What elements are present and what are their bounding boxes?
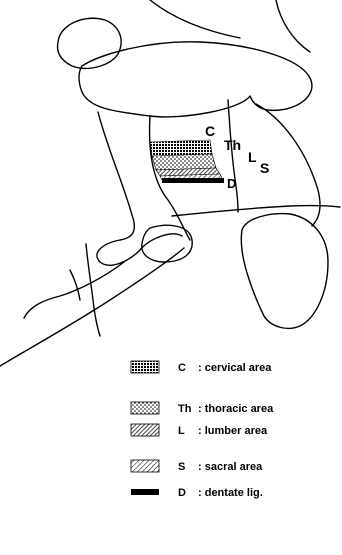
area-label-dentate: D <box>227 176 236 191</box>
left-sweep-line-2 <box>0 248 184 366</box>
thoracic-region <box>152 154 216 170</box>
legend-item-sacral: S : sacral area <box>131 460 263 473</box>
cervical-region <box>150 140 212 156</box>
legend-text-thoracic: : thoracic area <box>198 403 274 415</box>
cord-areas <box>150 140 224 183</box>
legend-text-sacral: : sacral area <box>198 461 263 473</box>
cord-right-border <box>228 100 238 212</box>
dentate-ligament-bar <box>162 178 224 183</box>
legend-swatch-sacral <box>131 460 159 472</box>
small-ossicle-outline <box>58 18 122 68</box>
legend-code-sacral: S <box>178 461 185 473</box>
legend-item-cervical: C : cervical area <box>131 361 272 374</box>
upper-bone-outline <box>79 42 312 117</box>
legend-swatch-dentate <box>131 489 159 495</box>
legend-item-thoracic: Th : thoracic area <box>131 402 274 415</box>
left-sweep-line-1 <box>24 262 124 318</box>
legend-text-cervical: : cervical area <box>198 362 272 374</box>
legend: C : cervical area Th : thoracic area L :… <box>131 361 274 499</box>
legend-swatch-lumbar <box>131 424 159 436</box>
legend-item-lumbar: L : lumber area <box>131 424 268 437</box>
area-label-cervical: C <box>205 123 215 139</box>
legend-item-dentate: D : dentate lig. <box>131 487 263 499</box>
legend-code-cervical: C <box>178 362 186 374</box>
legend-swatch-thoracic <box>131 402 159 414</box>
ligament-line <box>172 206 340 216</box>
left-short-line <box>70 270 80 300</box>
legend-text-dentate: : dentate lig. <box>198 487 263 499</box>
area-label-sacral: S <box>260 160 269 176</box>
legend-code-dentate: D <box>178 487 186 499</box>
legend-code-thoracic: Th <box>178 403 192 415</box>
legend-text-lumbar: : lumber area <box>198 425 268 437</box>
top-arc-line <box>150 0 240 38</box>
vertebral-body-outline <box>97 112 182 265</box>
legend-code-lumbar: L <box>178 425 185 437</box>
legend-swatch-cervical <box>131 361 159 373</box>
area-label-thoracic: Th <box>224 137 241 153</box>
lower-right-mass-outline <box>241 214 328 329</box>
top-right-line <box>276 0 310 52</box>
area-label-lumbar: L <box>248 149 257 165</box>
